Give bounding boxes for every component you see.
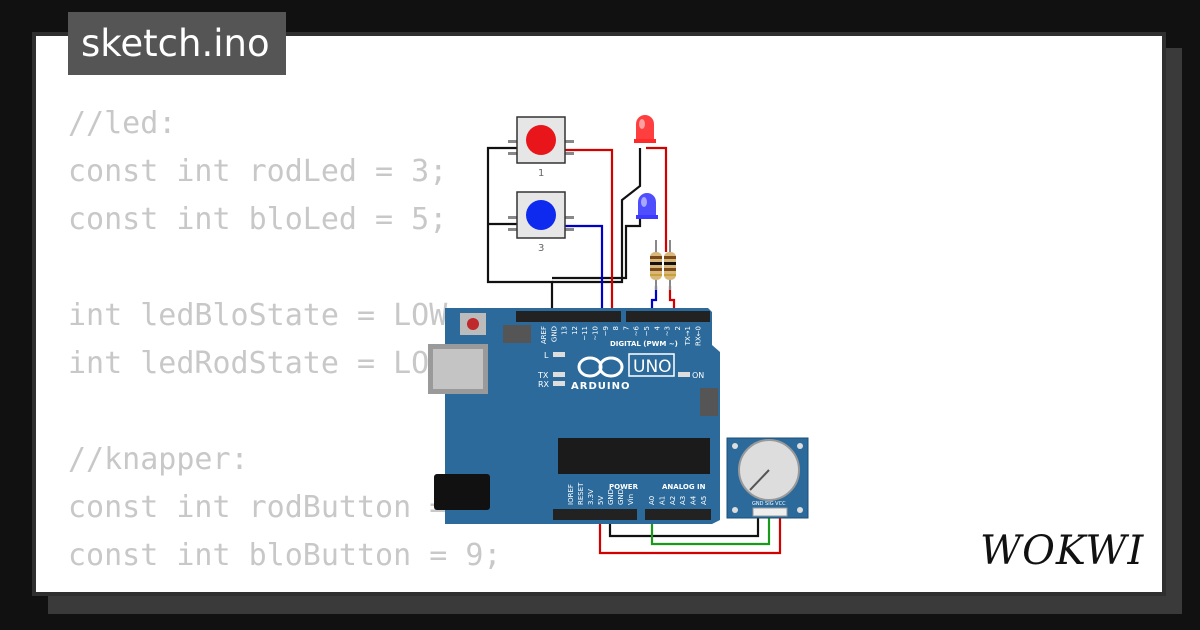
pin-label: A1 [658,496,666,505]
atmega-chip [558,438,710,474]
uno-label: UNO [633,357,672,377]
pin-label: 7 [622,326,630,330]
wire-blue-pin5 [650,286,658,312]
wire-red-led [646,146,668,252]
wire-black-led-gnd [552,148,642,284]
arduino-logo-icon [577,356,624,378]
pin-label: 3.3V [587,489,595,505]
analog-label: ANALOG IN [662,483,706,491]
wokwi-logo-text: WOKWI [980,528,1144,574]
pin-label: 2 [674,326,682,330]
board-leds [553,352,690,386]
wire-green-a0 [650,512,771,546]
pin-label: IOREF [567,484,575,505]
pin-label: A0 [648,496,656,505]
pot-pin-label: GND SIG VCC [752,501,786,507]
digital-label: DIGITAL (PWM ~) [610,340,678,348]
file-name-tab[interactable]: sketch.ino [68,12,286,75]
led-red[interactable] [634,115,656,143]
pin-label: ~10 [592,326,600,341]
on-label: ON [692,371,704,380]
button-label: 3 [538,243,544,254]
pin-label: GND [617,489,625,505]
wire-black-buttons [486,146,554,312]
resistor-red[interactable] [664,240,676,290]
led-blue[interactable] [636,193,658,219]
button-cap[interactable] [526,200,556,230]
pin-label: ~3 [664,326,672,336]
led-label-l: L [544,351,549,360]
pushbutton-blue[interactable]: 3 [508,191,574,254]
pin-label: ~9 [602,326,610,336]
code-line: const int bloLed = 5; [68,202,448,237]
pin-label: A5 [700,496,708,505]
pin-label: ~11 [581,326,589,341]
potentiometer[interactable]: GND SIG VCC [726,437,809,519]
power-jack [434,474,490,510]
pin-label: GND [607,489,615,505]
button-label: 1 [538,168,544,179]
digital-header-left [516,311,621,322]
arduino-brand: ARDUINO [571,381,630,392]
pin-label: RESET [577,482,585,505]
pin-label: TX→1 [684,326,692,346]
power-label: POWER [609,483,639,491]
pin-label: Vin [627,494,635,505]
pin-label: ~6 [633,325,641,336]
pin-label: AREF [540,326,548,344]
resistor-blue[interactable] [650,240,662,290]
button-cap[interactable] [526,125,556,155]
code-line: const int rodLed = 3; [68,154,448,189]
pin-label: 5V [597,496,605,505]
code-line: //knapper: [68,442,249,477]
pin-label: 13 [561,326,569,335]
wires [486,146,782,555]
icsp-header [503,325,718,416]
code-line: //led: [68,106,177,141]
led-label-rx: RX [538,380,550,389]
pin-label: 8 [612,326,620,330]
power-header [553,509,637,520]
pin-label: 12 [571,326,579,335]
code-line: int ledBloState = LOW; [68,298,466,333]
wokwi-logo: WOKWI [980,528,1144,574]
wire-red-button1 [565,148,614,312]
pin-label: GND [550,326,558,342]
led-label-tx: TX [537,371,549,380]
pin-label: RX←0 [695,326,703,346]
pin-label: A2 [669,496,677,505]
pushbutton-red[interactable]: 1 [508,116,574,179]
analog-header [645,509,711,520]
wire-red-pin3 [668,286,676,312]
arduino-board[interactable]: L TX RX ON ARDUINO UNO DIGITAL (PWM ~) P… [428,308,720,524]
pin-label: A4 [690,495,698,505]
pin-label: ~5 [643,326,651,336]
code-line: const int bloButton = 9; [68,538,502,573]
wire-blue-button3 [565,224,604,312]
digital-header-right [626,311,710,322]
pin-label: A3 [679,496,687,505]
pin-label: 4 [653,325,661,330]
wire-red-5v [598,512,782,555]
